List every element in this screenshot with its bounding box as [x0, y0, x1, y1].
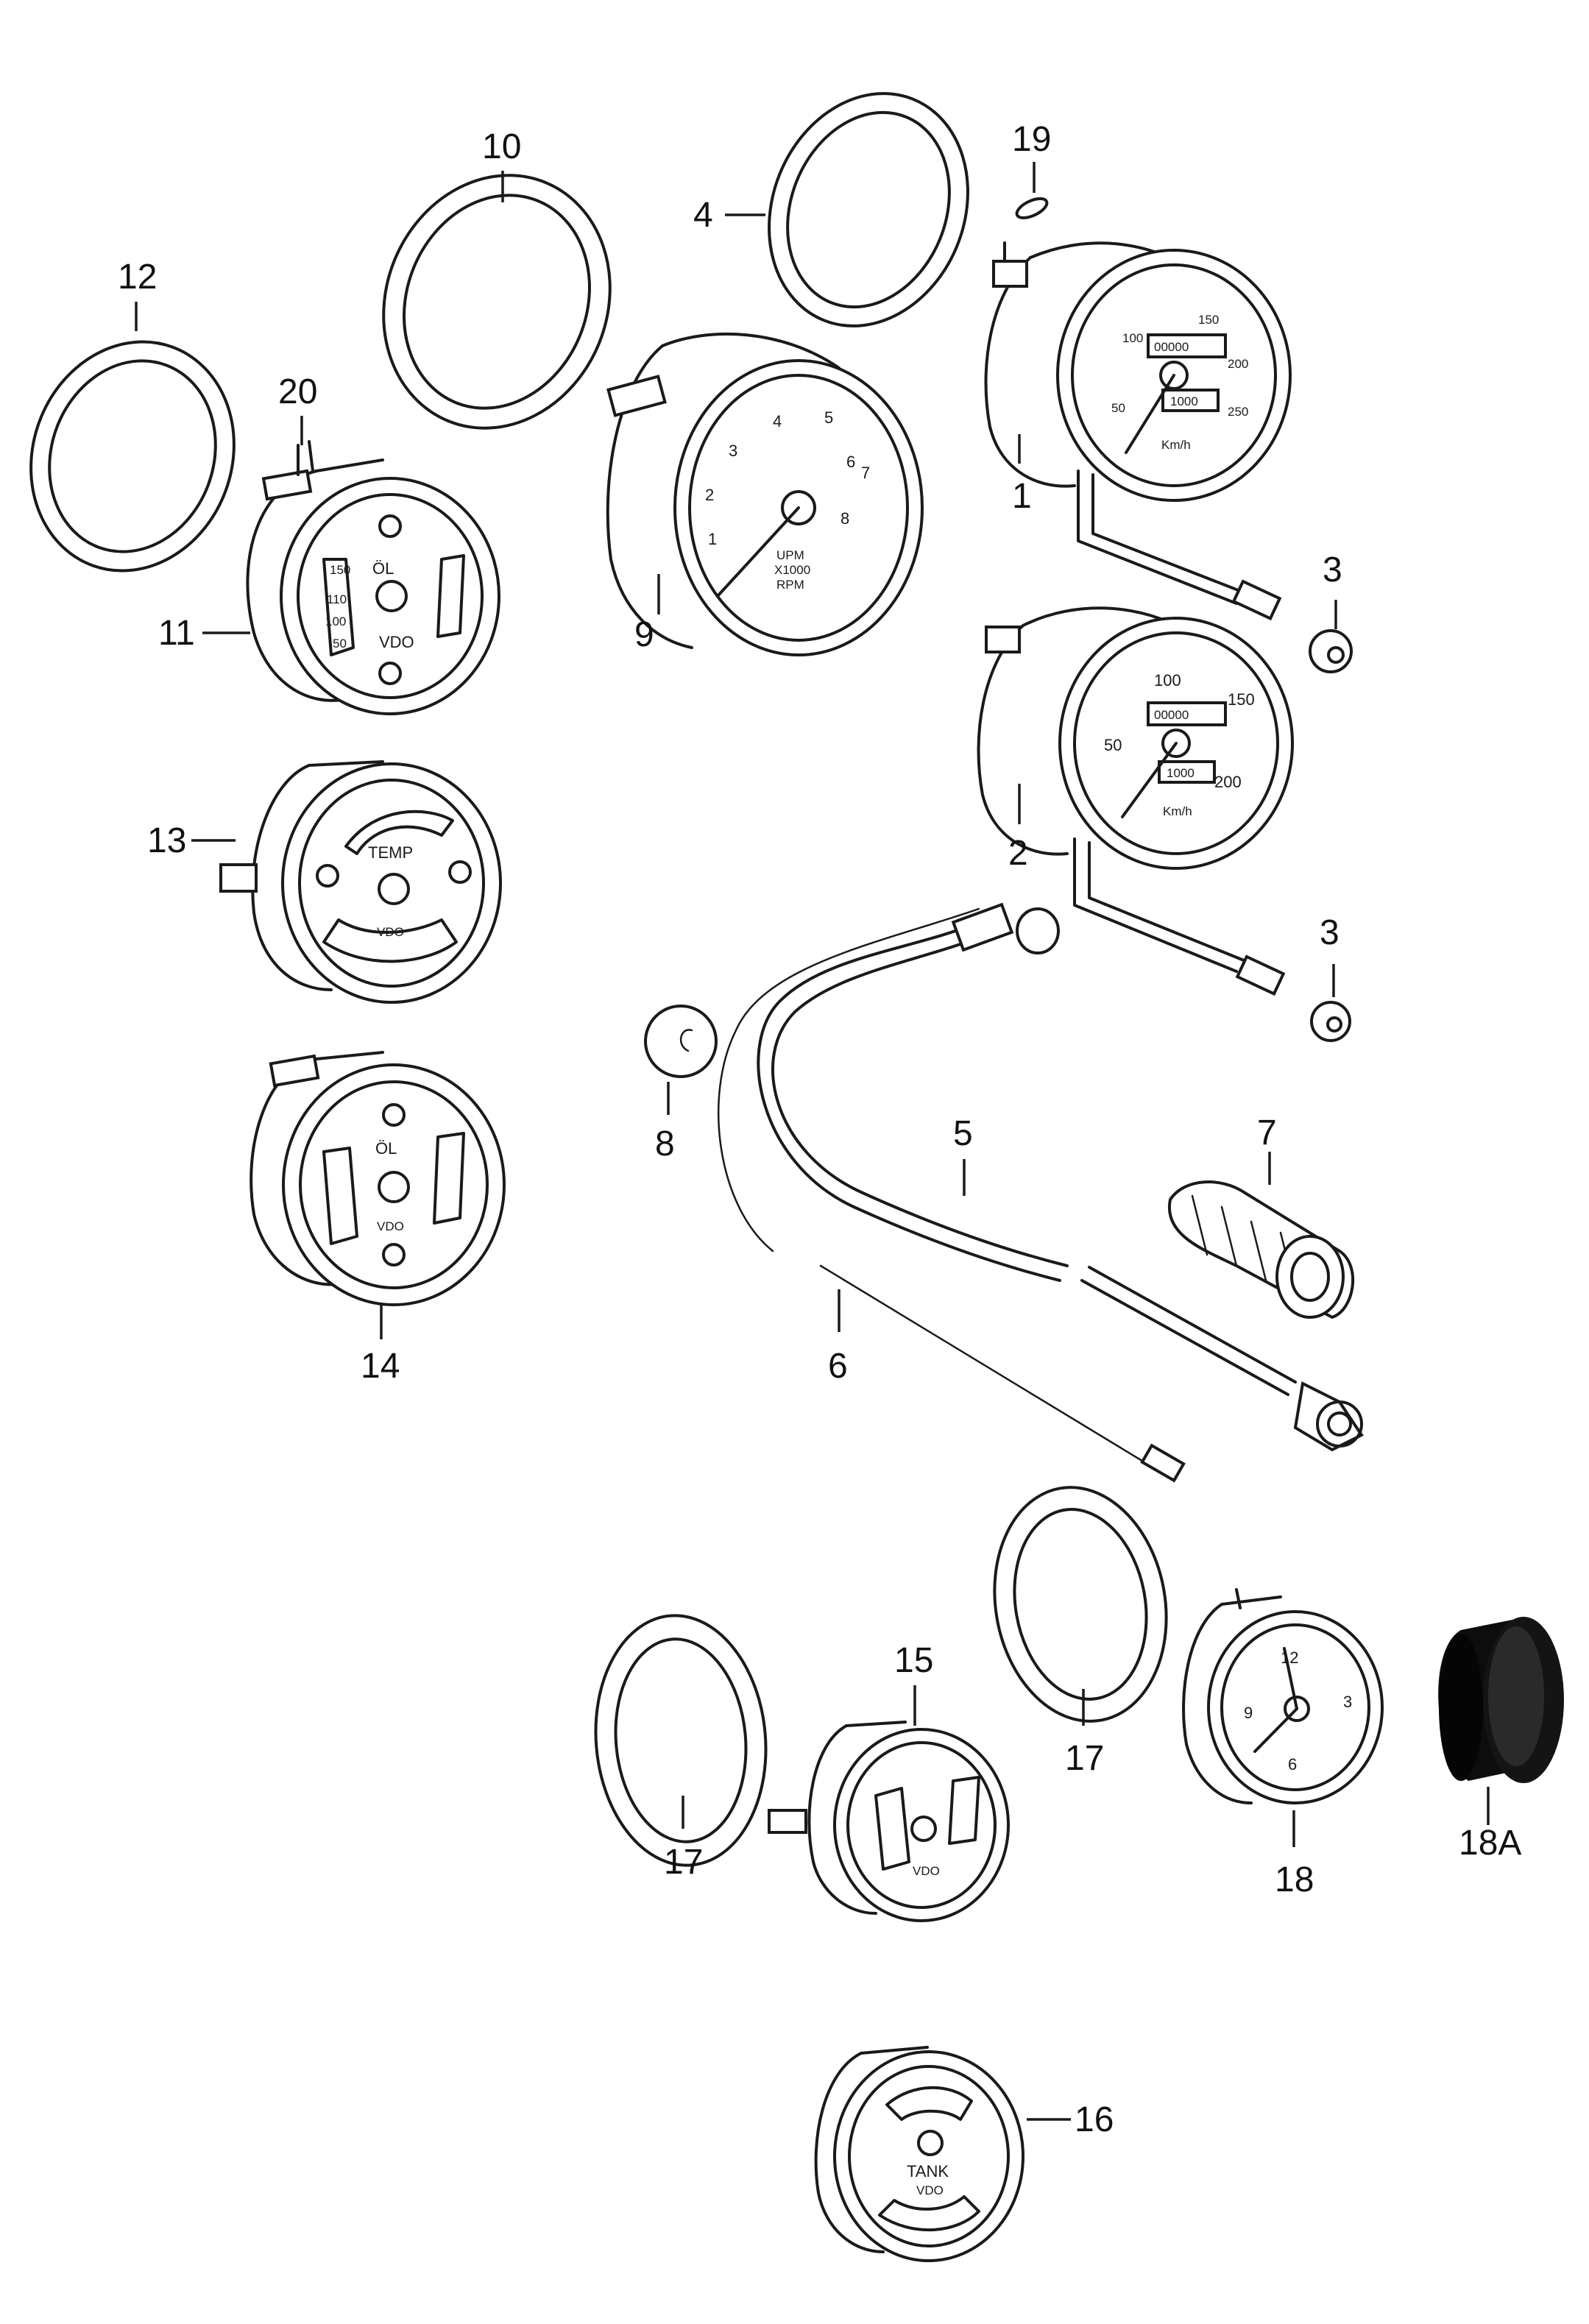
tacho-legend-upm: UPM — [776, 548, 804, 562]
part-16-fuel-gauge: TANK VDO — [814, 2046, 1024, 2262]
fuel-gauge-brand: VDO — [916, 2183, 944, 2197]
speedo200-tick-100: 100 — [1154, 671, 1181, 690]
part-12-bezel-ring — [29, 340, 236, 573]
callout-15: 15 — [894, 1641, 933, 1680]
tacho-tick-8: 8 — [840, 509, 849, 528]
callout-19: 19 — [1012, 120, 1051, 159]
part-11-oil-combo-gauge: ÖL VDO 150 110 100 50 — [246, 440, 500, 715]
speedo200-tick-200: 200 — [1214, 773, 1242, 791]
tacho-tick-4: 4 — [773, 412, 782, 431]
part-3-cable-nut-lower — [1310, 1001, 1351, 1042]
speedo250-tick-250: 250 — [1228, 405, 1248, 419]
callout-18: 18 — [1275, 1860, 1314, 1899]
callout-20: 20 — [278, 372, 317, 411]
combo-11-oil-label: ÖL — [372, 559, 394, 578]
callout-2: 2 — [1008, 834, 1028, 873]
callout-7: 7 — [1257, 1113, 1277, 1152]
tacho-tick-3: 3 — [729, 442, 737, 460]
part-18-clock: 12 3 6 9 — [1182, 1588, 1384, 1804]
tacho-legend-x1000: X1000 — [774, 563, 810, 577]
part-17-bezel-ring-large — [993, 1486, 1168, 1723]
part-10-bezel-ring — [382, 174, 612, 430]
speedo250-trip: 1000 — [1170, 394, 1198, 408]
speedo250-tick-100: 100 — [1122, 331, 1143, 345]
callout-17-left: 17 — [664, 1843, 703, 1882]
part-14-oil-combo-gauge: ÖL VDO — [250, 1051, 506, 1306]
tacho-legend-rpm: RPM — [776, 578, 804, 592]
combo-14-vdo-label: VDO — [377, 1219, 404, 1233]
callout-14: 14 — [361, 1347, 400, 1386]
part-1-speedometer-250: 50 100 150 200 250 00000 1000 Km/h — [984, 241, 1292, 621]
tacho-tick-2: 2 — [705, 486, 714, 504]
speedo200-trip: 1000 — [1167, 766, 1195, 780]
part-4-bezel-ring — [768, 92, 969, 327]
part-18a-blanking-cap — [1438, 1617, 1564, 1783]
combo-11-temp-100: 100 — [325, 614, 346, 628]
callout-11: 11 — [158, 614, 195, 653]
callout-3-lower: 3 — [1320, 913, 1339, 952]
callout-8: 8 — [655, 1124, 675, 1163]
part-9-tachometer: 1 2 3 4 5 6 7 8 UPM X1000 RPM — [606, 332, 924, 656]
callout-12: 12 — [118, 258, 157, 297]
callout-4: 4 — [693, 196, 713, 235]
clock-number-12: 12 — [1281, 1648, 1298, 1667]
callout-6: 6 — [828, 1347, 848, 1386]
combo-11-temp-110: 110 — [327, 592, 347, 606]
temp-gauge-label: TEMP — [368, 843, 413, 862]
part-7-rubber-boot — [1167, 1180, 1355, 1319]
part-3-cable-nut-upper — [1309, 629, 1353, 673]
callout-18a: 18A — [1459, 1824, 1521, 1863]
combo-14-oil-label: ÖL — [375, 1139, 397, 1158]
callout-5: 5 — [953, 1114, 973, 1153]
speedo250-tick-50: 50 — [1111, 401, 1125, 415]
tacho-tick-1: 1 — [708, 530, 717, 548]
combo-15-vdo-label: VDO — [913, 1864, 940, 1878]
part-6-inner-cable — [717, 907, 1186, 1483]
part-19-pin — [1015, 197, 1049, 219]
callout-17-right: 17 — [1065, 1739, 1104, 1778]
callout-13: 13 — [147, 821, 186, 860]
clock-number-3: 3 — [1343, 1693, 1352, 1711]
part-13-temperature-gauge: TEMP VDO — [219, 760, 502, 1004]
speedo250-tick-150: 150 — [1198, 313, 1219, 327]
part-8-grommet — [644, 1005, 718, 1078]
speedo200-tick-150: 150 — [1228, 690, 1255, 709]
speedo250-unit: Km/h — [1161, 438, 1191, 452]
fuel-gauge-label: TANK — [907, 2162, 949, 2180]
speedo250-odometer: 00000 — [1154, 340, 1189, 354]
tacho-tick-7: 7 — [861, 464, 870, 482]
callout-10: 10 — [482, 127, 521, 166]
callout-1: 1 — [1012, 477, 1032, 516]
part-5-speedometer-cable — [757, 902, 1364, 1452]
temp-gauge-brand: VDO — [377, 925, 404, 939]
speedo250-tick-200: 200 — [1228, 357, 1248, 371]
part-2-speedometer-200: 50 100 150 200 00000 1000 Km/h — [977, 606, 1294, 996]
tacho-tick-6: 6 — [846, 453, 855, 471]
clock-number-9: 9 — [1244, 1704, 1253, 1722]
speedo200-unit: Km/h — [1163, 804, 1192, 818]
part-15-combo-gauge: VDO — [768, 1721, 1010, 1922]
clock-number-6: 6 — [1288, 1755, 1297, 1774]
tacho-tick-5: 5 — [824, 408, 833, 427]
part-17-bezel-ring-small — [594, 1614, 768, 1867]
callout-16: 16 — [1075, 2100, 1114, 2139]
callout-9: 9 — [634, 615, 654, 654]
speedo200-tick-50: 50 — [1104, 736, 1122, 754]
speedo200-odometer: 00000 — [1154, 708, 1189, 722]
combo-11-temp-150: 150 — [330, 563, 350, 577]
callout-3-upper: 3 — [1323, 550, 1342, 589]
combo-11-vdo-label: VDO — [379, 633, 414, 651]
combo-11-temp-50: 50 — [333, 637, 347, 651]
